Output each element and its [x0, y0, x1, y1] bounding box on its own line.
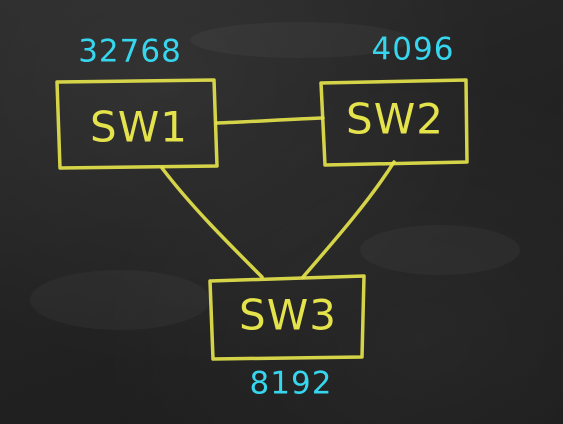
- switch-node-sw3: SW3 8192: [208, 274, 366, 402]
- sw1-priority: 32768: [78, 34, 182, 70]
- switch-node-sw1: SW1 32768: [55, 34, 219, 170]
- link-sw2-sw3: [301, 160, 396, 279]
- chalk-smudge: [30, 270, 210, 330]
- sw2-box: [319, 78, 469, 167]
- sw3-label: SW3: [239, 291, 337, 340]
- chalk-smudge: [360, 225, 520, 275]
- sw2-priority: 4096: [372, 32, 455, 68]
- link-sw1-sw3: [160, 166, 264, 279]
- switch-node-sw2: SW2 4096: [319, 32, 469, 167]
- sw3-priority: 8192: [250, 366, 333, 402]
- link-sw1-sw2: [215, 116, 325, 125]
- sw3-box: [208, 274, 366, 361]
- sw1-label: SW1: [90, 103, 188, 152]
- sw1-box: [55, 78, 219, 170]
- sw2-label: SW2: [346, 95, 444, 144]
